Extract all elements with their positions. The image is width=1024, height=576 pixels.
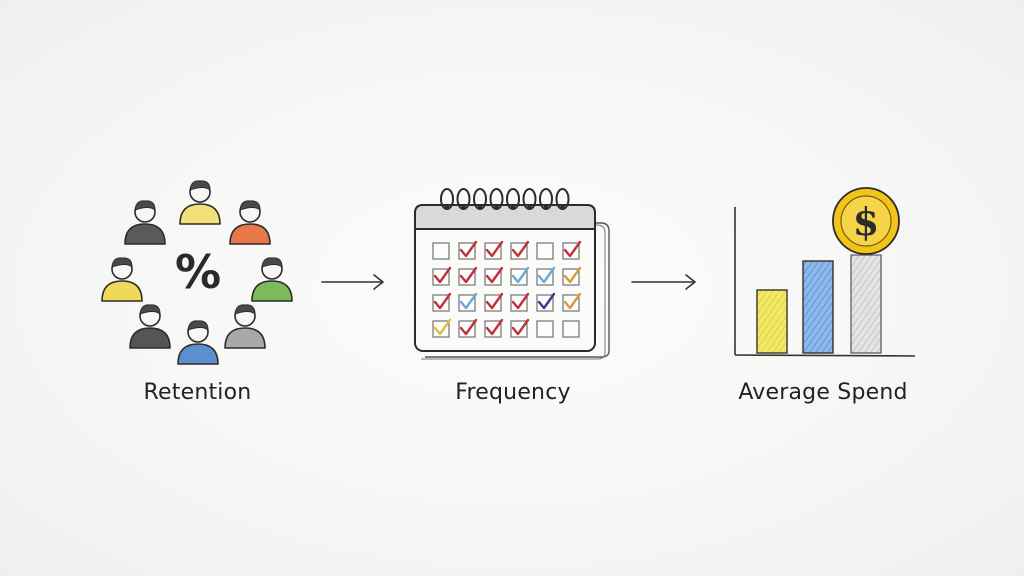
arrow-right-icon xyxy=(628,270,700,294)
calendar-day-cell xyxy=(562,240,582,260)
person-icon xyxy=(129,304,171,349)
people-group xyxy=(101,180,293,365)
calendar-day-cell xyxy=(510,240,530,260)
checkmark-icon xyxy=(485,318,504,336)
bar-low xyxy=(756,289,788,354)
calendar-day-cell xyxy=(484,318,504,338)
average-spend-label: Average Spend xyxy=(738,380,908,405)
checkmark-icon xyxy=(459,292,478,310)
calendar-day-cell xyxy=(432,292,452,312)
checkmark-icon xyxy=(485,266,504,284)
dollar-coin-icon: $ xyxy=(832,187,900,255)
person-icon xyxy=(101,257,143,302)
checkmark-icon xyxy=(563,292,582,310)
calendar-day-cell xyxy=(432,266,452,286)
people-circle-percent-icon: % xyxy=(101,180,293,365)
bar-chart-coin-icon: $ xyxy=(734,187,916,357)
checkmark-icon xyxy=(459,266,478,284)
person-icon xyxy=(179,180,221,225)
x-axis xyxy=(734,354,916,357)
calendar-day-cell xyxy=(432,242,450,260)
calendar-day-cell xyxy=(458,240,478,260)
percent-symbol: % xyxy=(175,245,221,299)
person-icon xyxy=(124,200,166,245)
calendar-day-cell xyxy=(484,292,504,312)
retention-label: Retention xyxy=(143,380,252,405)
checkmark-icon xyxy=(511,318,530,336)
person-icon xyxy=(251,257,293,302)
dollar-symbol: $ xyxy=(853,199,879,244)
calendar-day-cell xyxy=(510,292,530,312)
calendar-day-cell xyxy=(562,266,582,286)
calendar-day-cell xyxy=(458,318,478,338)
calendar-day-cell xyxy=(536,242,554,260)
average-spend-step: $ xyxy=(725,185,920,360)
arrow-right-icon xyxy=(318,270,390,294)
calendar-day-cell xyxy=(484,240,504,260)
checkmark-icon xyxy=(485,292,504,310)
calendar-day-cell xyxy=(484,266,504,286)
checkmark-icon xyxy=(537,266,556,284)
checkmark-icon xyxy=(511,266,530,284)
checkmark-icon xyxy=(511,292,530,310)
calendar-day-cell xyxy=(510,266,530,286)
checkmark-icon xyxy=(433,318,452,336)
checkmark-icon xyxy=(433,292,452,310)
calendar-rings xyxy=(440,188,570,210)
checkmark-icon xyxy=(433,266,452,284)
checkmark-icon xyxy=(459,240,478,258)
retention-step: % xyxy=(90,170,310,370)
calendar-day-cell xyxy=(536,320,554,338)
calendar-day-cell xyxy=(536,292,556,312)
bar-mid xyxy=(802,260,834,354)
checkmark-icon xyxy=(485,240,504,258)
checkmark-icon xyxy=(563,266,582,284)
checkmark-icon xyxy=(563,240,582,258)
calendar-day-cell xyxy=(562,292,582,312)
checkmark-icon xyxy=(459,318,478,336)
person-icon xyxy=(229,200,271,245)
person-icon xyxy=(177,320,219,365)
calendar-checkmarks-icon xyxy=(414,188,610,360)
calendar-grid xyxy=(432,240,582,338)
person-icon xyxy=(224,304,266,349)
bar-high xyxy=(850,254,882,354)
calendar-day-cell xyxy=(510,318,530,338)
calendar-day-cell xyxy=(536,266,556,286)
calendar-day-cell xyxy=(458,266,478,286)
checkmark-icon xyxy=(537,292,556,310)
calendar-day-cell xyxy=(562,320,580,338)
calendar-day-cell xyxy=(458,292,478,312)
frequency-label: Frequency xyxy=(455,380,571,405)
frequency-step xyxy=(405,185,635,360)
calendar-day-cell xyxy=(432,318,452,338)
checkmark-icon xyxy=(511,240,530,258)
